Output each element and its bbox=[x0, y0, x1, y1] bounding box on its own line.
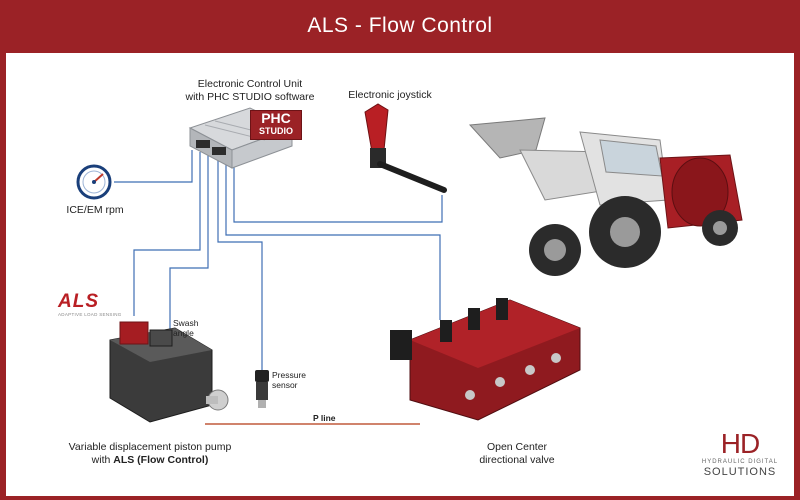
wire-swash-angle bbox=[169, 152, 209, 342]
ecu-label: Electronic Control Unit with PHC STUDIO … bbox=[160, 78, 340, 104]
phc-studio-logo: PHC STUDIO bbox=[250, 110, 302, 140]
diagram-panel bbox=[6, 53, 794, 496]
pump-label: Variable displacement piston pump with A… bbox=[40, 441, 260, 467]
pump-label-line2: with ALS (Flow Control) bbox=[40, 454, 260, 467]
pressure-sensor-illustration bbox=[255, 370, 269, 408]
hd-logo-line2: SOLUTIONS bbox=[703, 466, 777, 478]
joystick-label-text: Electronic joystick bbox=[348, 89, 432, 101]
pump-label-prefix: with bbox=[91, 454, 114, 466]
p-line-label-text: P line bbox=[313, 413, 336, 423]
pump-label-line1: Variable displacement piston pump bbox=[68, 441, 232, 453]
valve-label-line2: directional valve bbox=[479, 454, 555, 466]
als-logo: ALS ADAPTIVE LOAD SENSING bbox=[58, 292, 134, 318]
phc-logo-line1: PHC bbox=[261, 110, 291, 126]
rpm-label: ICE/EM rpm bbox=[58, 204, 132, 217]
wire-joystick bbox=[233, 160, 443, 223]
rpm-gauge-icon bbox=[76, 164, 112, 200]
als-logo-tagline: ADAPTIVE LOAD SENSING bbox=[58, 312, 122, 317]
ecu-label-line2: with PHC STUDIO software bbox=[185, 91, 315, 103]
p-line-label: P line bbox=[313, 413, 336, 423]
wire-rpm bbox=[114, 150, 193, 183]
wire-directional-valve bbox=[225, 156, 441, 320]
phc-logo-line2: STUDIO bbox=[258, 126, 293, 136]
swash-label-line2: angle bbox=[173, 328, 194, 338]
rpm-label-text: ICE/EM rpm bbox=[66, 204, 124, 216]
valve-label-line1: Open Center bbox=[486, 441, 548, 453]
wire-pressure-sensor bbox=[217, 154, 263, 372]
wire-als-pump bbox=[133, 152, 201, 316]
swash-angle-label: Swash angle bbox=[173, 318, 199, 338]
joystick-label: Electronic joystick bbox=[335, 89, 445, 102]
signal-wiring bbox=[114, 150, 443, 372]
directional-valve-illustration bbox=[390, 298, 581, 421]
als-logo-mark: ALS bbox=[58, 291, 99, 312]
pump-label-bold: ALS (Flow Control) bbox=[113, 454, 209, 466]
pressure-label-line1: Pressure bbox=[272, 370, 307, 380]
pressure-label-line2: sensor bbox=[272, 380, 298, 390]
ecu-label-line1: Electronic Control Unit bbox=[197, 78, 303, 90]
hd-logo-mark: HD bbox=[720, 428, 760, 459]
joystick-illustration bbox=[364, 103, 447, 193]
hd-logo: HD HYDRAULIC DIGITAL SOLUTIONS bbox=[690, 428, 790, 479]
piston-pump-illustration bbox=[109, 321, 229, 423]
tractor-illustration bbox=[468, 117, 743, 276]
hd-logo-line1: HYDRAULIC DIGITAL bbox=[701, 459, 779, 465]
swash-label-line1: Swash bbox=[173, 318, 199, 328]
page-title: ALS - Flow Control bbox=[307, 14, 493, 37]
valve-label: Open Center directional valve bbox=[462, 441, 572, 467]
pressure-sensor-label: Pressure sensor bbox=[272, 370, 306, 390]
